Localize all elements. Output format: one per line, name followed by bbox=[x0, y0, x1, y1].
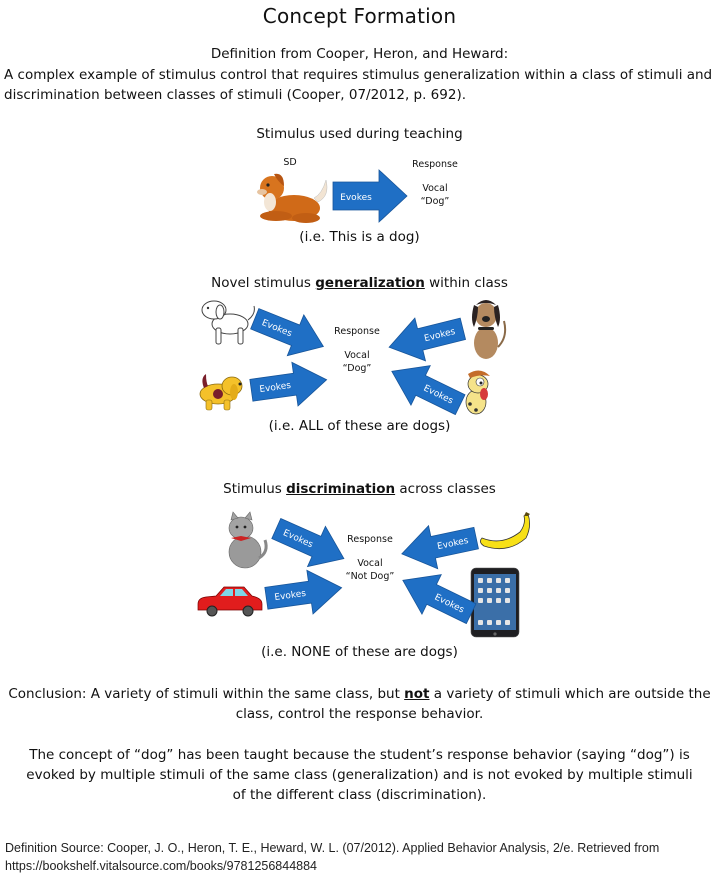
discrimination-title: Stimulus discrimination across classes bbox=[0, 481, 719, 497]
tablet-icon bbox=[470, 567, 520, 638]
odie-dog-icon bbox=[465, 370, 490, 415]
response-line2: “Not Dog” bbox=[345, 571, 395, 582]
response-line2: “Dog” bbox=[420, 196, 450, 207]
conclusion-text-after: a variety of stimuli which are outside t… bbox=[235, 686, 711, 722]
response-line1: Vocal bbox=[344, 350, 370, 361]
evokes-arrow: Evokes bbox=[332, 169, 408, 223]
brown-dog-icon bbox=[472, 300, 507, 359]
generalization-title: Novel stimulus generalization within cla… bbox=[0, 275, 719, 291]
teaching-title: Stimulus used during teaching bbox=[256, 126, 463, 142]
title-text: across classes bbox=[395, 481, 496, 497]
response-line1: Vocal bbox=[422, 183, 448, 194]
evokes-arrow: Evokes bbox=[402, 574, 477, 625]
title-text: Stimulus bbox=[223, 481, 287, 497]
source-line-1: Definition Source: Cooper, J. O., Heron,… bbox=[5, 841, 660, 855]
evokes-arrow: Evokes bbox=[264, 569, 343, 615]
title-emphasis: discrimination bbox=[286, 481, 396, 497]
banana-icon bbox=[480, 512, 530, 550]
arrow-label: Evokes bbox=[274, 589, 307, 603]
source-link[interactable]: https://bookshelf.vitalsource.com/books/… bbox=[5, 859, 318, 873]
conclusion-text: Conclusion: A variety of stimuli within … bbox=[0, 684, 719, 724]
response-label: Response bbox=[334, 326, 380, 337]
response-line1: Vocal bbox=[357, 558, 383, 569]
title-text: within class bbox=[424, 275, 508, 291]
discrimination-caption: (i.e. NONE of these are dogs) bbox=[261, 644, 458, 660]
generalization-caption: (i.e. ALL of these are dogs) bbox=[268, 418, 451, 434]
evokes-arrow: Evokes bbox=[388, 317, 467, 362]
title-text: Novel stimulus bbox=[211, 275, 316, 291]
sitting-dog-icon bbox=[257, 173, 328, 223]
page-title: Concept Formation bbox=[262, 4, 457, 28]
explanation-text: The concept of “dog” has been taught bec… bbox=[26, 747, 693, 803]
spot-dog-icon bbox=[199, 374, 243, 411]
teaching-caption: (i.e. This is a dog) bbox=[299, 229, 420, 245]
evokes-arrow: Evokes bbox=[249, 361, 328, 407]
response-line2: “Dog” bbox=[342, 363, 372, 374]
car-icon bbox=[197, 586, 263, 617]
source-citation: Definition Source: Cooper, J. O., Heron,… bbox=[5, 839, 719, 875]
conclusion-text-before: Conclusion: A variety of stimuli within … bbox=[8, 686, 405, 702]
conclusion-emphasis: not bbox=[404, 686, 430, 702]
sitting-dog-icon bbox=[257, 173, 328, 223]
evokes-arrow: Evokes bbox=[250, 308, 325, 357]
definition-text: A complex example of stimulus control th… bbox=[4, 67, 713, 103]
response-label: Response bbox=[347, 534, 393, 545]
evokes-arrow: Evokes bbox=[401, 524, 479, 570]
cat-icon bbox=[228, 511, 268, 569]
evokes-arrow: Evokes bbox=[271, 517, 345, 568]
response-label: Response bbox=[412, 159, 458, 170]
definition-heading: Definition from Cooper, Heron, and Hewar… bbox=[210, 46, 509, 62]
title-emphasis: generalization bbox=[315, 275, 425, 291]
sd-label: SD bbox=[283, 157, 297, 168]
arrow-label: Evokes bbox=[340, 193, 372, 203]
evokes-arrow: Evokes bbox=[391, 365, 466, 416]
arrow-label: Evokes bbox=[259, 381, 292, 395]
outline-dog-icon bbox=[201, 300, 255, 345]
